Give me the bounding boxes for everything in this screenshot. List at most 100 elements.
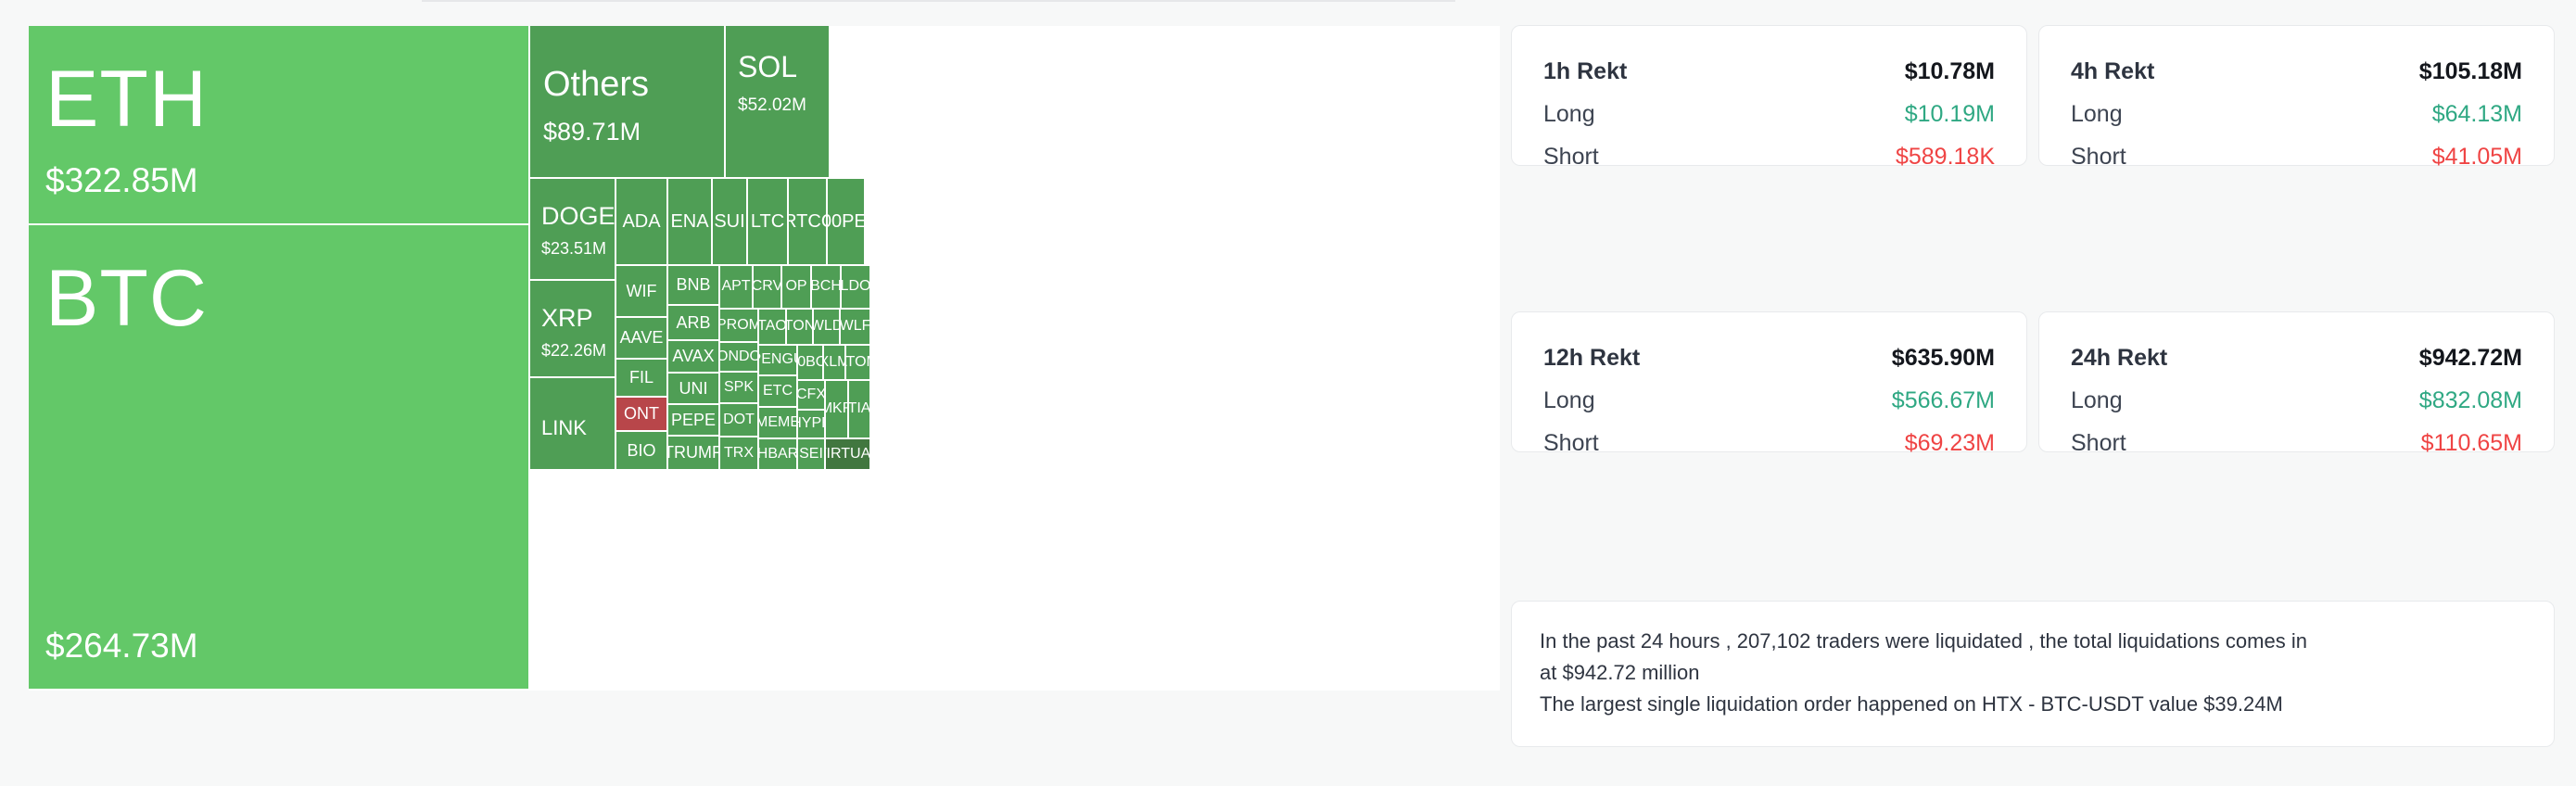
tile-symbol: ENA <box>670 210 709 232</box>
treemap-tile-sui[interactable]: SUI <box>713 179 748 266</box>
treemap-tile-hbar[interactable]: HBAR <box>759 439 798 471</box>
tile-symbol: TAO <box>759 318 787 335</box>
tile-symbol: LTC <box>750 210 785 232</box>
treemap-tile-uni[interactable]: UNI <box>668 374 720 405</box>
treemap-tile-cfx[interactable]: CFX <box>798 381 826 411</box>
treemap-tile-sol[interactable]: SOL $52.02M <box>726 26 831 179</box>
long-label: Long <box>2071 100 2123 127</box>
treemap-tile-eth[interactable]: ETH $322.85M <box>29 26 530 225</box>
tile-value: $23.51M <box>541 239 607 259</box>
tile-symbol: DOT <box>723 411 755 427</box>
tile-symbol: PEPE <box>670 410 717 429</box>
short-label: Short <box>2071 429 2126 456</box>
rekt-card-12h[interactable]: 12h Rekt $635.90M Long $566.67M Short $6… <box>1511 311 2027 456</box>
treemap-tile-dot[interactable]: DOT <box>720 404 759 437</box>
header-divider <box>422 0 1455 2</box>
treemap-tile-xrp[interactable]: XRP $22.26M <box>530 281 616 378</box>
treemap-tile-hype[interactable]: HYPE <box>798 411 826 439</box>
tile-symbol: XLM <box>824 353 844 370</box>
rekt-total-value: $942.72M <box>2418 344 2522 371</box>
treemap-tile-trx[interactable]: TRX <box>720 437 759 471</box>
treemap-tile-doge[interactable]: DOGE $23.51M <box>530 179 616 281</box>
liquidation-treemap[interactable]: ETH $322.85M BTC $264.73M Others $89.71M… <box>29 26 1500 691</box>
treemap-tile-sei[interactable]: SEI <box>798 439 826 471</box>
tile-symbol: TRX <box>724 444 754 461</box>
tile-symbol: HBAR <box>759 445 798 462</box>
tile-symbol: WLF <box>841 318 871 335</box>
treemap-tile-fil[interactable]: FIL <box>616 360 668 398</box>
tile-symbol: HYPE <box>798 415 824 432</box>
treemap-tile-ondo[interactable]: ONDO <box>720 343 759 373</box>
treemap-tile-1000bonk[interactable]: 1000BONK <box>798 346 824 381</box>
treemap-tile-wif[interactable]: WIF <box>616 266 668 318</box>
liquidation-summary-card: In the past 24 hours , 207,102 traders w… <box>1511 601 2555 747</box>
tile-symbol: SPK <box>723 378 754 395</box>
treemap-tile-tao[interactable]: TAO <box>759 310 787 346</box>
tile-value: $264.73M <box>45 627 198 666</box>
tile-symbol: TRUMP <box>668 443 720 463</box>
tile-symbol: SOL <box>738 50 798 83</box>
treemap-tile-avax[interactable]: AVAX <box>668 341 720 374</box>
treemap-tile-etc[interactable]: ETC <box>759 376 798 408</box>
tile-symbol: MEME <box>759 413 798 430</box>
long-value: $832.08M <box>2418 387 2522 413</box>
long-value: $10.19M <box>1904 100 1995 127</box>
rekt-total-value: $10.78M <box>1904 57 1995 84</box>
treemap-tile-crv[interactable]: CRV <box>754 266 782 310</box>
treemap-tile-apt[interactable]: APT <box>720 266 754 310</box>
long-value: $566.67M <box>1891 387 1995 413</box>
treemap-tile-prom[interactable]: PROM <box>720 310 759 343</box>
tile-symbol: DOGE <box>541 202 615 230</box>
treemap-tile-tia[interactable]: TIA <box>849 381 871 439</box>
treemap-tile-spk[interactable]: SPK <box>720 373 759 404</box>
short-label: Short <box>1543 429 1599 456</box>
treemap-tile-pengu[interactable]: PENGU <box>759 346 798 376</box>
treemap-tile-wlf[interactable]: WLF <box>841 310 871 346</box>
treemap-tile-ada[interactable]: ADA <box>616 179 668 266</box>
rekt-total-row: 4h Rekt $105.18M <box>2071 50 2522 93</box>
rekt-short-row: Short $110.65M <box>2071 422 2522 464</box>
tile-symbol: TIA <box>849 400 871 417</box>
tile-symbol: XRP <box>541 304 593 332</box>
treemap-tile-mkr[interactable]: MKR <box>826 381 849 439</box>
treemap-tile-pepe[interactable]: PEPE <box>668 405 720 437</box>
treemap-tile-1000pepe[interactable]: 1000PEPE <box>828 179 866 266</box>
tile-symbol: BCH <box>812 278 842 295</box>
treemap-tile-bch[interactable]: BCH <box>812 266 842 310</box>
tile-symbol: FARTCOIN <box>789 210 826 232</box>
treemap-tile-op[interactable]: OP <box>782 266 812 310</box>
treemap-tile-btc[interactable]: BTC $264.73M <box>29 225 530 691</box>
rekt-total-value: $635.90M <box>1891 344 1995 371</box>
treemap-tile-ton[interactable]: TON <box>787 310 814 346</box>
tile-symbol: LINK <box>541 416 587 439</box>
treemap-tile-arb[interactable]: ARB <box>668 306 720 341</box>
rekt-card-4h[interactable]: 4h Rekt $105.18M Long $64.13M Short $41.… <box>2038 25 2555 170</box>
treemap-tile-fartcoin[interactable]: FARTCOIN <box>789 179 828 266</box>
treemap-tile-ena[interactable]: ENA <box>668 179 713 266</box>
treemap-tile-atom[interactable]: ATOM <box>846 346 871 381</box>
tile-symbol: WIF <box>626 281 657 300</box>
treemap-tile-link[interactable]: LINK <box>530 378 616 471</box>
long-value: $64.13M <box>2431 100 2522 127</box>
treemap-tile-virtual[interactable]: VIRTUAL <box>826 439 871 471</box>
treemap-tile-trump[interactable]: TRUMP <box>668 437 720 471</box>
treemap-tile-xlm[interactable]: XLM <box>824 346 846 381</box>
rekt-card-24h[interactable]: 24h Rekt $942.72M Long $832.08M Short $1… <box>2038 311 2555 456</box>
treemap-tile-others[interactable]: Others $89.71M <box>530 26 726 179</box>
rekt-period-label: 24h Rekt <box>2071 344 2168 371</box>
treemap-tile-ldo[interactable]: LDO <box>842 266 871 310</box>
treemap-tile-meme[interactable]: MEME <box>759 408 798 439</box>
tile-symbol: BNB <box>676 275 711 295</box>
short-value: $110.65M <box>2420 429 2522 456</box>
tile-symbol: 1000BONK <box>798 353 822 370</box>
treemap-tile-bnb[interactable]: BNB <box>668 266 720 306</box>
treemap-tile-wld[interactable]: WLD <box>814 310 841 346</box>
tile-symbol: LDO <box>842 278 871 295</box>
short-value: $41.05M <box>2431 143 2522 170</box>
rekt-card-1h[interactable]: 1h Rekt $10.78M Long $10.19M Short $589.… <box>1511 25 2027 170</box>
treemap-tile-aave[interactable]: AAVE <box>616 318 668 360</box>
treemap-tile-ont[interactable]: ONT <box>616 398 668 432</box>
tile-symbol: TON <box>787 318 814 335</box>
treemap-tile-bio[interactable]: BIO <box>616 432 668 471</box>
treemap-tile-ltc[interactable]: LTC <box>748 179 789 266</box>
